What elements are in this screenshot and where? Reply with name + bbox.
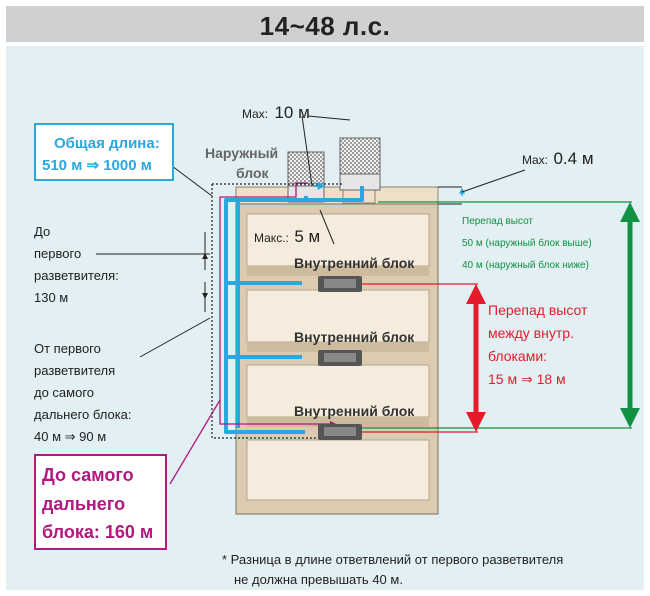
outdoor-max-height: Max: 10 м — [242, 103, 310, 122]
farthest-label: До самого дальнего блока: 160 м — [42, 465, 153, 542]
footnote: * Разница в длине ответвлений от первого… — [222, 552, 567, 587]
outdoor-units — [287, 137, 381, 204]
branch-farthest-label: От первого разветвителя до самого дальне… — [34, 341, 135, 444]
farthest-path — [219, 182, 322, 425]
header-bar: 14~48 л.с. — [6, 6, 644, 42]
farthest-box — [34, 454, 167, 550]
indoor-unit-1 — [318, 276, 362, 292]
indoor-unit-label-1: Внутренний блок — [294, 255, 415, 271]
indoor-unit-label-3: Внутренний блок — [294, 403, 415, 419]
floor-1 — [246, 213, 430, 267]
indoor-unit-label-2: Внутренний блок — [294, 329, 415, 345]
refrigerant-pipes — [224, 186, 364, 434]
outdoor-horizontal-max: Макс.: 5 м — [254, 227, 320, 246]
top-gap-label: Max: 0.4 м — [522, 149, 594, 168]
outdoor-height-diff-label: Перепад высот 50 м (наружный блок выше) … — [462, 216, 594, 271]
outdoor-unit-label: Наружный блок — [205, 145, 282, 181]
indoor-unit-2 — [318, 350, 362, 366]
page-title: 14~48 л.с. — [259, 11, 391, 41]
total-length-label: Общая длина: 510 м ⇒ 1000 м — [42, 135, 164, 174]
total-length-box — [34, 123, 174, 181]
floor-4 — [246, 439, 430, 501]
indoor-height-diff-label: Перепад высот между внутр. блоками: 15 м… — [488, 302, 591, 387]
outdoor-unit-small-icon — [287, 151, 325, 187]
outdoor-unit-large-icon — [339, 137, 381, 175]
indoor-unit-3 — [318, 424, 362, 440]
first-branch-label: До первого разветвителя: 130 м — [34, 224, 122, 305]
